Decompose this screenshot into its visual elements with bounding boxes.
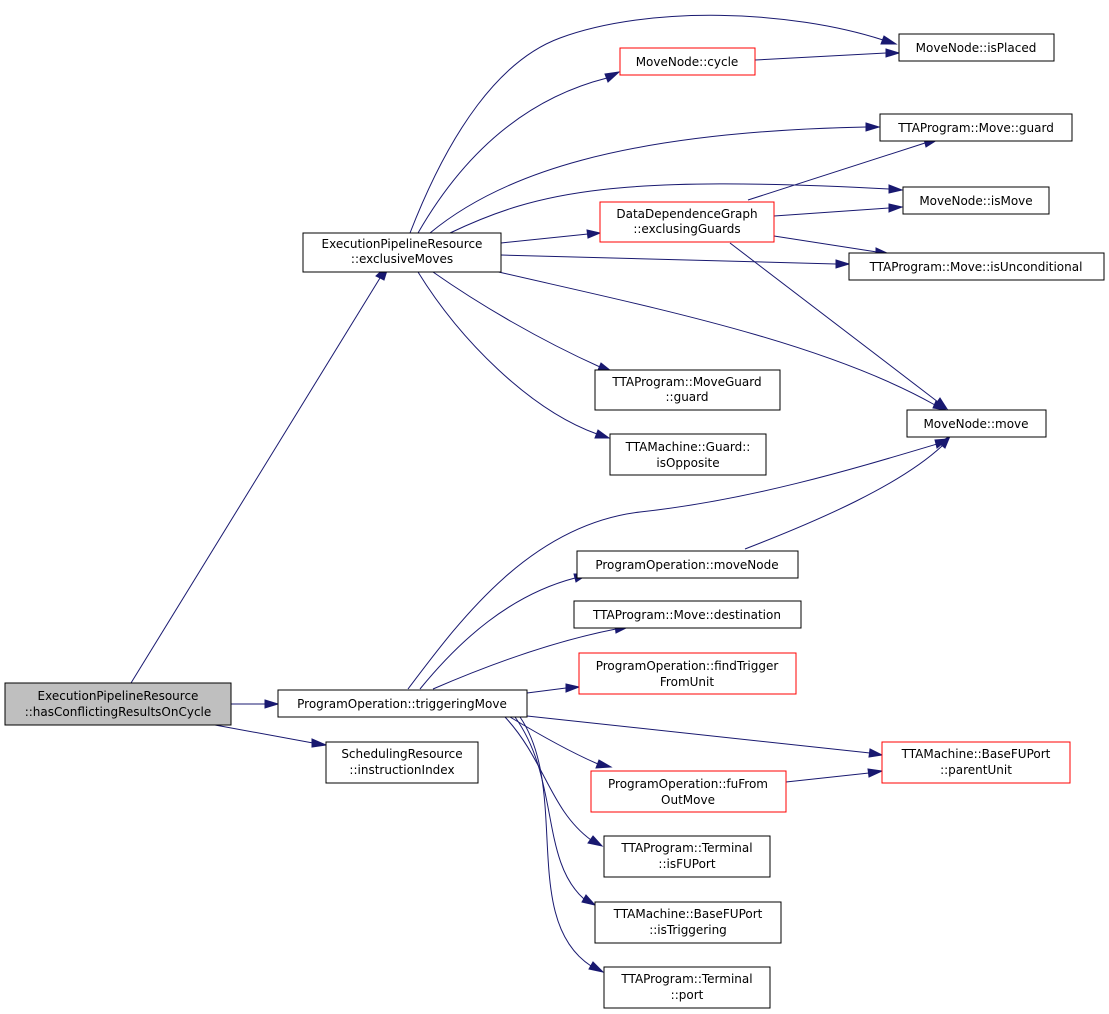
edge-cycle-to-is-placed — [754, 48, 901, 61]
svg-text:SchedulingResource: SchedulingResource — [341, 747, 462, 761]
svg-text:MoveNode::cycle: MoveNode::cycle — [636, 55, 739, 69]
edge-root-to-exclusive-moves — [130, 262, 391, 684]
edge-exclusing-guards-to-move-node-move — [729, 242, 949, 410]
svg-text:TTAMachine::Guard::: TTAMachine::Guard:: — [625, 440, 751, 454]
edge-triggering-move-to-move-node — [419, 573, 590, 690]
edge-exclusive-moves-to-exclusing-guards — [500, 229, 602, 244]
svg-text:::hasConflictingResultsOnCycle: ::hasConflictingResultsOnCycle — [25, 705, 212, 719]
edge-move-node-to-move-node-move — [744, 434, 952, 550]
svg-text:TTAProgram::Terminal: TTAProgram::Terminal — [620, 972, 752, 986]
node-moveguard-guard[interactable]: TTAProgram::MoveGuard ::guard — [594, 369, 781, 411]
node-exclusing-guards[interactable]: DataDependenceGraph ::exclusingGuards — [599, 201, 775, 243]
svg-text:DataDependenceGraph: DataDependenceGraph — [616, 207, 757, 221]
svg-text:ProgramOperation::triggeringMo: ProgramOperation::triggeringMove — [297, 697, 507, 711]
svg-text:TTAMachine::BaseFUPort: TTAMachine::BaseFUPort — [901, 747, 1051, 761]
node-find-trigger-from-unit[interactable]: ProgramOperation::findTrigger FromUnit — [578, 652, 797, 695]
svg-text:ProgramOperation::fuFrom: ProgramOperation::fuFrom — [608, 777, 768, 791]
edge-triggering-move-to-port — [519, 716, 605, 973]
svg-text:TTAProgram::MoveGuard: TTAProgram::MoveGuard — [611, 375, 761, 389]
edge-exclusive-moves-to-cycle — [417, 71, 621, 234]
svg-text:MoveNode::move: MoveNode::move — [923, 417, 1028, 431]
edge-exclusive-moves-to-is-opposite — [417, 271, 611, 439]
node-is-placed[interactable]: MoveNode::isPlaced — [898, 33, 1055, 62]
node-port[interactable]: TTAProgram::Terminal ::port — [603, 966, 771, 1009]
svg-text:::exclusingGuards: ::exclusingGuards — [633, 222, 740, 236]
node-cycle[interactable]: MoveNode::cycle — [619, 47, 756, 76]
edge-exclusing-guards-to-is-move — [773, 203, 904, 217]
svg-text:TTAProgram::Move::guard: TTAProgram::Move::guard — [897, 121, 1054, 135]
edge-fu-from-out-move-to-parent-unit — [785, 768, 884, 783]
node-instruction-index[interactable]: SchedulingResource ::instructionIndex — [325, 741, 479, 784]
node-is-opposite[interactable]: TTAMachine::Guard:: isOpposite — [609, 433, 767, 476]
svg-text:TTAProgram::Terminal: TTAProgram::Terminal — [620, 841, 752, 855]
edge-triggering-move-to-is-fu-port — [504, 716, 604, 847]
node-is-move[interactable]: MoveNode::isMove — [902, 186, 1050, 215]
svg-text:TTAProgram::Move::isUnconditio: TTAProgram::Move::isUnconditional — [869, 260, 1083, 274]
edge-exclusive-moves-to-move-guard — [429, 122, 881, 234]
edge-triggering-move-to-parent-unit — [526, 715, 884, 758]
svg-text:ExecutionPipelineResource: ExecutionPipelineResource — [38, 689, 199, 703]
svg-text:::parentUnit: ::parentUnit — [940, 763, 1012, 777]
svg-text:::guard: ::guard — [665, 390, 708, 404]
node-is-fu-port[interactable]: TTAProgram::Terminal ::isFUPort — [603, 835, 771, 878]
node-fu-from-out-move[interactable]: ProgramOperation::fuFrom OutMove — [590, 770, 787, 813]
edge-triggering-move-to-is-triggering — [514, 716, 597, 906]
svg-text:MoveNode::isPlaced: MoveNode::isPlaced — [916, 41, 1037, 55]
node-is-triggering[interactable]: TTAMachine::BaseFUPort ::isTriggering — [594, 901, 782, 944]
node-move-node-move[interactable]: MoveNode::move — [906, 409, 1047, 438]
node-is-unconditional[interactable]: TTAProgram::Move::isUnconditional — [848, 252, 1105, 281]
node-triggering-move[interactable]: ProgramOperation::triggeringMove — [277, 689, 528, 718]
edge-exclusive-moves-to-is-placed — [409, 14, 898, 234]
edge-exclusive-moves-to-is-move — [449, 183, 904, 234]
svg-text:::isFUPort: ::isFUPort — [658, 857, 715, 871]
node-exclusive-moves[interactable]: ExecutionPipelineResource ::exclusiveMov… — [302, 232, 502, 273]
svg-text:ProgramOperation::findTrigger: ProgramOperation::findTrigger — [596, 659, 779, 673]
svg-text:ProgramOperation::moveNode: ProgramOperation::moveNode — [595, 558, 778, 572]
svg-text:::isTriggering: ::isTriggering — [649, 923, 727, 937]
node-destination[interactable]: TTAProgram::Move::destination — [573, 600, 802, 629]
svg-text:MoveNode::isMove: MoveNode::isMove — [919, 194, 1032, 208]
edge-exclusive-moves-to-moveguard-guard — [432, 271, 613, 372]
edges — [130, 14, 952, 973]
svg-text:ExecutionPipelineResource: ExecutionPipelineResource — [322, 237, 483, 251]
nodes: ExecutionPipelineResource ::hasConflicti… — [4, 33, 1105, 1009]
edge-triggering-move-to-find-trigger — [526, 683, 581, 694]
edge-root-to-instruction-index — [214, 724, 328, 748]
svg-text:::exclusiveMoves: ::exclusiveMoves — [351, 252, 453, 266]
node-parent-unit[interactable]: TTAMachine::BaseFUPort ::parentUnit — [881, 741, 1071, 784]
svg-text:::port: ::port — [671, 988, 704, 1002]
svg-text:TTAMachine::BaseFUPort: TTAMachine::BaseFUPort — [613, 907, 763, 921]
node-move-node[interactable]: ProgramOperation::moveNode — [576, 550, 799, 579]
edge-root-to-triggering-move — [231, 699, 280, 709]
svg-text:OutMove: OutMove — [661, 793, 715, 807]
node-root-has-conflicting-results-on-cycle[interactable]: ExecutionPipelineResource ::hasConflicti… — [4, 682, 232, 726]
svg-text:TTAProgram::Move::destination: TTAProgram::Move::destination — [592, 608, 781, 622]
svg-text:isOpposite: isOpposite — [656, 456, 719, 470]
svg-text:FromUnit: FromUnit — [660, 675, 714, 689]
edge-exclusive-moves-to-is-unconditional — [500, 254, 851, 269]
node-move-guard[interactable]: TTAProgram::Move::guard — [879, 113, 1073, 142]
svg-text:::instructionIndex: ::instructionIndex — [349, 763, 454, 777]
